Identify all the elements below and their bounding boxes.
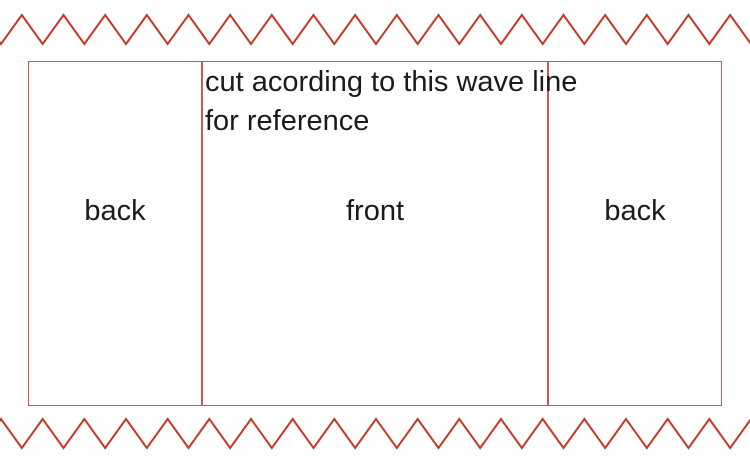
bottom-wave-cut-line	[0, 417, 750, 450]
top-wave-cut-line	[0, 13, 750, 46]
cut-instruction: cut acording to this wave line for refer…	[205, 63, 577, 141]
panel-label-back-right: back	[604, 195, 666, 227]
cut-instruction-line2: for reference	[205, 105, 370, 137]
panel-label-back-left: back	[84, 195, 146, 227]
cut-instruction-line1: cut acording to this wave line	[205, 66, 578, 98]
panel-divider-left	[201, 61, 203, 406]
pattern-rectangle	[28, 61, 722, 406]
panel-label-front: front	[345, 195, 405, 227]
panel-divider-right	[547, 61, 549, 406]
